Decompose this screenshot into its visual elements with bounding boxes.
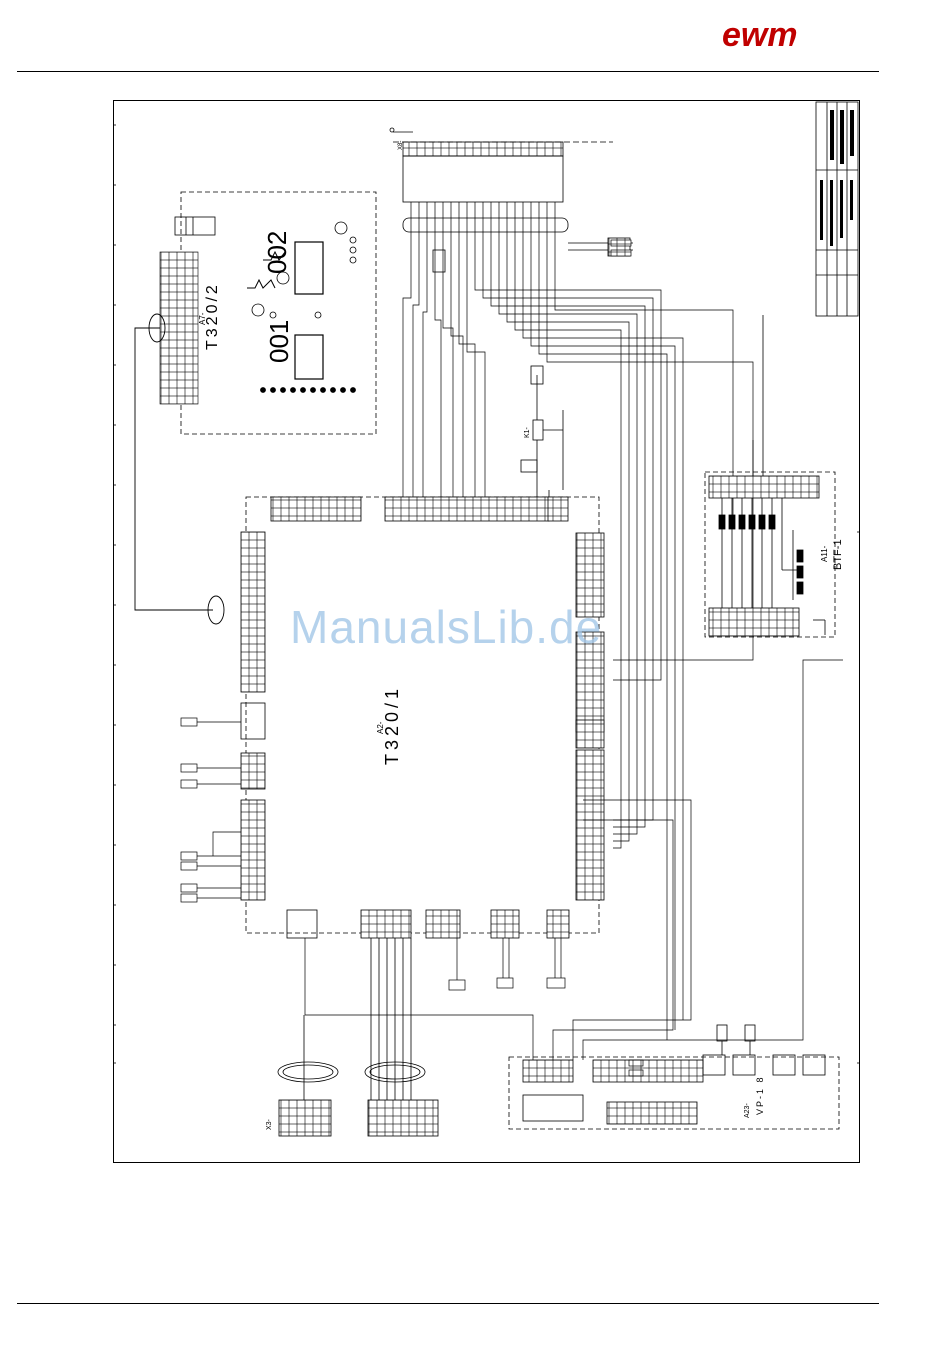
btf-board-name: BTF-1 — [832, 539, 844, 570]
main-board-name: T320/1 — [382, 685, 402, 765]
connector-x8-label: X8- — [398, 141, 404, 150]
watermark: ManualsLib.de — [290, 600, 602, 654]
relay-k1-label: K1- — [524, 426, 531, 438]
btf-board — [705, 315, 835, 637]
connector-x3-label: X3- — [266, 1118, 273, 1130]
display-left-readout: 001 — [264, 320, 294, 363]
display-right-readout: 002 — [262, 231, 292, 274]
vp-board-ref: A23- — [744, 1103, 751, 1118]
terminal-blocks — [449, 938, 565, 990]
main-board-ref: A2- — [376, 721, 385, 734]
left-terminals — [181, 718, 241, 902]
display-board-ref: A7- — [198, 312, 207, 325]
brand-logo-text: ewm — [722, 16, 798, 54]
frame-ticks — [113, 125, 860, 1063]
header-rule — [17, 71, 879, 72]
brand-logo: ewm — [718, 14, 858, 54]
vp-board — [509, 1025, 839, 1129]
main-board — [241, 497, 604, 938]
display-board — [160, 192, 376, 434]
top-harness — [390, 128, 633, 272]
bottom-cables — [278, 938, 438, 1136]
footer-rule — [17, 1303, 879, 1304]
right-terminals — [611, 240, 643, 1076]
vp-board-name: VP-1 8 — [755, 1075, 765, 1115]
btf-board-ref: A11- — [820, 545, 829, 562]
